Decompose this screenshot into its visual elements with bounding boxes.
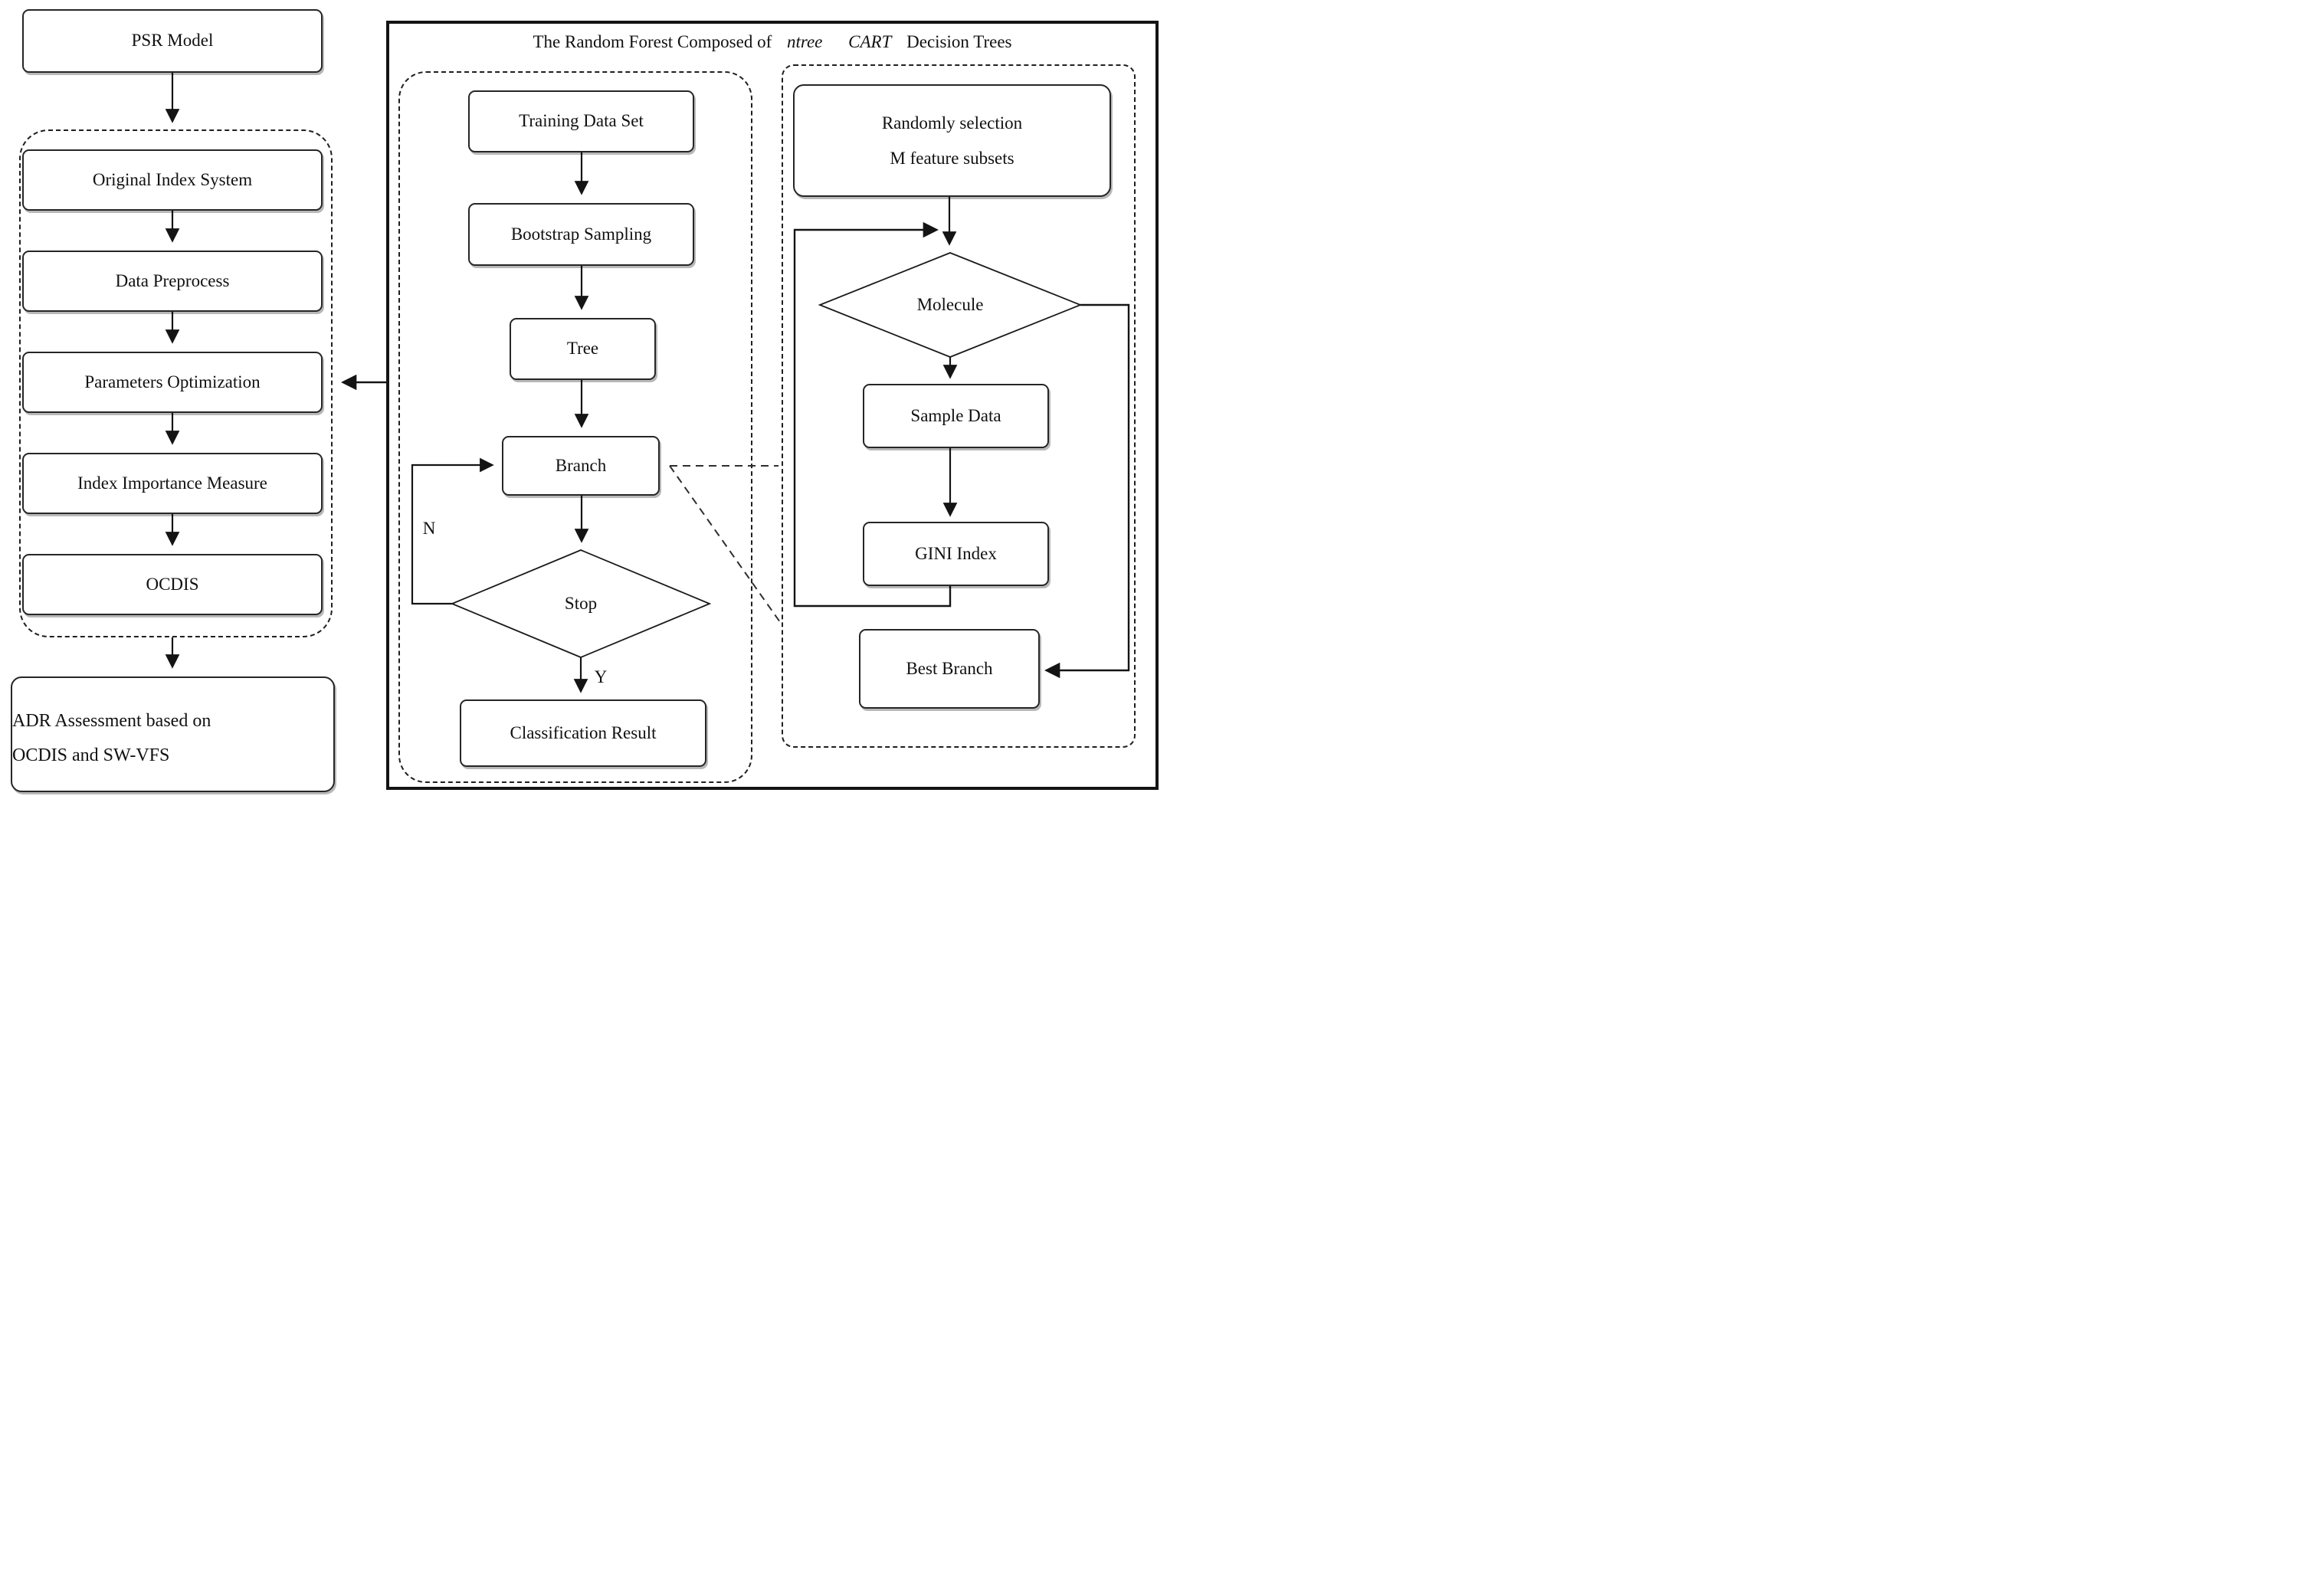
node-adr-assessment: ADR Assessment based on OCDIS and SW-VFS (11, 676, 335, 792)
node-data-preprocess: Data Preprocess (22, 251, 323, 312)
molecule-decision-label: Molecule (916, 295, 984, 314)
node-classification-result: Classification Result (460, 699, 706, 767)
node-tree: Tree (510, 318, 656, 380)
gini-index-label: GINI Index (915, 543, 997, 563)
node-ocdis: OCDIS (22, 554, 323, 615)
cart-detail-group (782, 64, 1136, 748)
parameters-optimization-label: Parameters Optimization (84, 372, 261, 391)
arrow-gini-loop-to-molecule (793, 221, 952, 608)
adr-assessment-line2: OCDIS and SW-VFS (12, 745, 170, 765)
yes-branch-label: Y (594, 667, 608, 686)
node-index-importance-measure: Index Importance Measure (22, 453, 323, 514)
adr-assessment-line1: ADR Assessment based on (12, 711, 211, 732)
forest-title-ntree: ntree (786, 32, 823, 51)
node-original-index-system: Original Index System (22, 149, 323, 211)
no-branch-label: N (422, 519, 436, 538)
index-system-group (19, 129, 333, 637)
original-index-system-label: Original Index System (92, 169, 253, 189)
arrow-stop-no-loop-to-branch (411, 457, 494, 605)
data-preprocess-label: Data Preprocess (115, 270, 230, 290)
training-data-set-label: Training Data Set (519, 111, 644, 131)
randomly-selection-line1: Randomly selection (881, 113, 1023, 133)
stop-decision-label: Stop (564, 594, 598, 613)
node-randomly-selection: Randomly selection M feature subsets (793, 84, 1111, 197)
randomly-selection-line2: M feature subsets (890, 148, 1014, 168)
arrow-molecule-to-best-branch (1044, 303, 1130, 679)
flowchart-canvas: The Random Forest Composed of ntree CART… (0, 0, 1162, 796)
node-gini-index: GINI Index (863, 522, 1049, 586)
best-branch-label: Best Branch (906, 658, 993, 678)
branch-label: Branch (555, 455, 607, 475)
forest-title-cart: CART (848, 32, 892, 51)
node-parameters-optimization: Parameters Optimization (22, 352, 323, 413)
stop-decision-diamond (450, 549, 712, 658)
node-best-branch: Best Branch (859, 629, 1040, 709)
forest-title-suffix: Decision Trees (906, 32, 1012, 51)
forest-title: The Random Forest Composed of ntree CART… (386, 32, 1159, 52)
tree-label: Tree (566, 339, 599, 359)
ocdis-label: OCDIS (146, 574, 199, 594)
connector-layer (165, 73, 1130, 693)
psr-model-label: PSR Model (131, 31, 214, 51)
bootstrap-sampling-label: Bootstrap Sampling (510, 224, 652, 244)
forest-title-prefix: The Random Forest Composed of (533, 32, 772, 51)
sample-data-label: Sample Data (910, 405, 1001, 425)
node-sample-data: Sample Data (863, 384, 1049, 448)
index-importance-measure-label: Index Importance Measure (77, 473, 267, 493)
classification-result-label: Classification Result (510, 722, 657, 742)
node-psr-model: PSR Model (22, 9, 323, 73)
node-training-data-set: Training Data Set (468, 90, 694, 152)
node-bootstrap-sampling: Bootstrap Sampling (468, 203, 694, 266)
detail-link-lower-dashed (669, 465, 781, 623)
node-branch: Branch (502, 436, 660, 496)
single-tree-group (398, 71, 752, 783)
